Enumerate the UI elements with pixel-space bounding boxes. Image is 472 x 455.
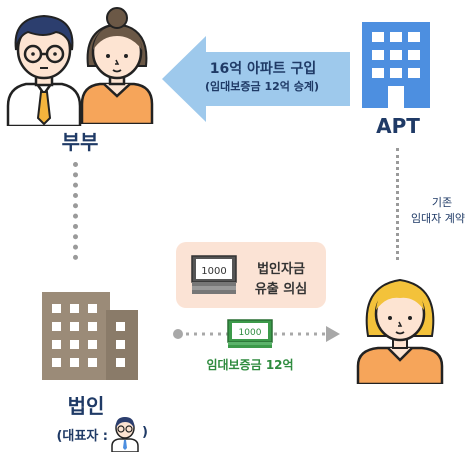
suspicion-label-1: 법인자금 [257,262,305,277]
rep-close-label: ) [142,425,148,440]
cash-bundle-icon: 1000 [227,319,273,348]
rep-open-label: (대표자 : [56,429,108,444]
tenant-woman-icon [356,278,444,384]
couple-label: 부부 [61,130,99,154]
transfer-arrow [173,326,340,342]
money-stack-icon: 1000 [191,255,237,294]
man-icon [6,14,82,126]
existing-lease-label-1: 기존 [431,196,453,209]
arrow-icon [162,36,350,122]
apt-tenant-connector [396,148,399,260]
apartment-icon [362,22,430,108]
suspicion-label-2: 유출 의심 [254,282,308,297]
purchase-label: 16억 아파트 구입 [209,61,317,77]
svg-text:1000: 1000 [239,328,262,338]
apt-label: APT [376,114,420,138]
corp-label: 법인 [67,394,105,418]
deposit-transfer-label: (임대보증금 12억 승계) [205,80,319,93]
corporate-building-icon [42,292,138,380]
svg-text:1000: 1000 [201,266,226,277]
deposit-amount-label: 임대보증금 12억 [206,358,294,372]
couple-corp-connector [73,162,78,260]
woman-icon [80,7,154,124]
existing-lease-label-2: 임대자 계약 [410,212,466,225]
representative-avatar-icon [111,417,139,452]
